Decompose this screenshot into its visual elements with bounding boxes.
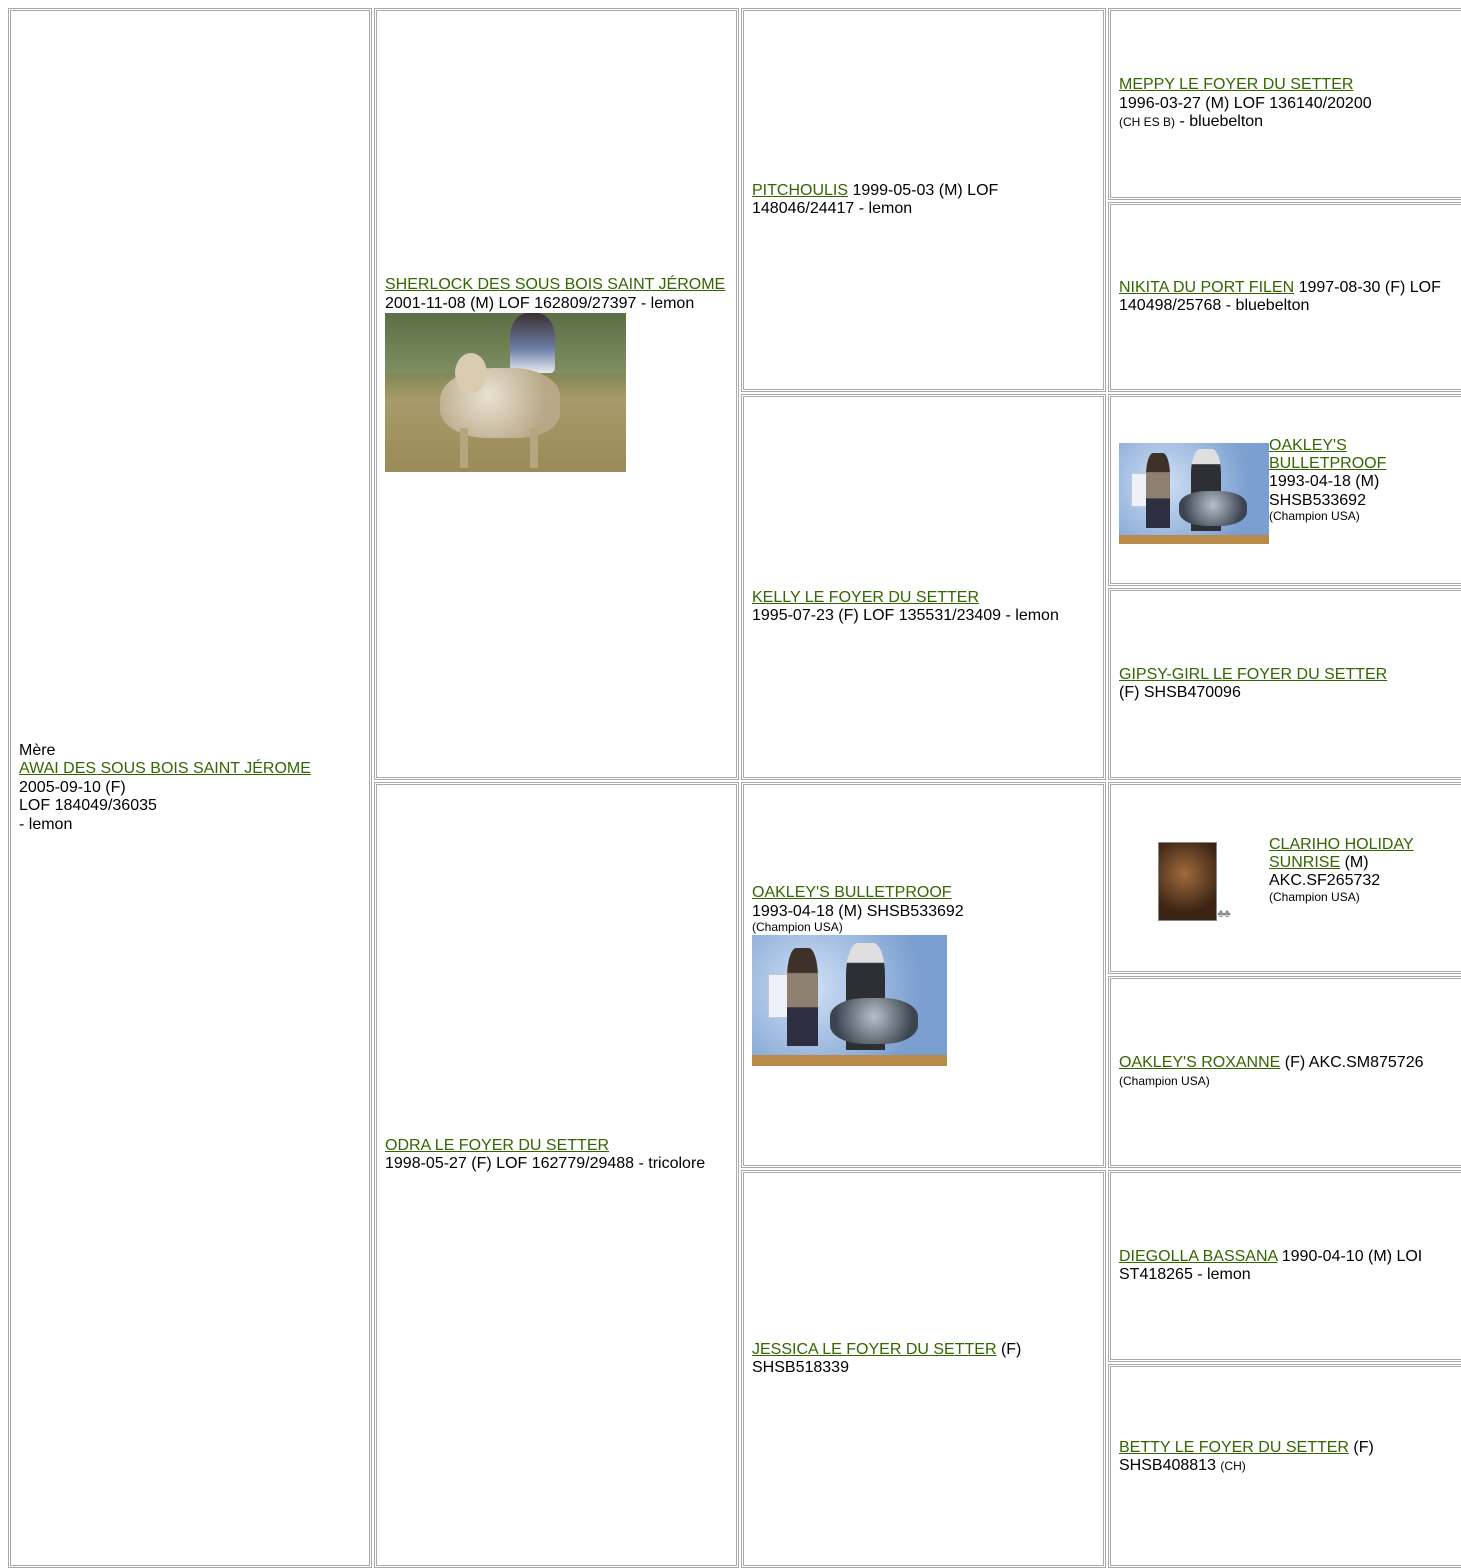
gen3-ss-name-link[interactable]: PITCHOULIS (752, 181, 849, 199)
gen3-dd-cell: JESSICA LE FOYER DU SETTER (F) SHSB51833… (741, 1170, 1106, 1568)
gen4-ssd-name-link[interactable]: NIKITA DU PORT FILEN (1119, 278, 1295, 296)
gen4-dsd-name-link[interactable]: OAKLEY'S ROXANNE (1119, 1053, 1281, 1071)
gen4-ddd-name-link[interactable]: BETTY LE FOYER DU SETTER (1119, 1438, 1349, 1456)
sire-name-link[interactable]: SHERLOCK DES SOUS BOIS SAINT JÉROME (385, 276, 726, 294)
gen4-sds-name-link[interactable]: OAKLEY'S BULLETPROOF (1269, 436, 1387, 472)
gen3-ds-title: (Champion USA) (752, 919, 843, 934)
subject-name-link[interactable]: AWAI DES SOUS BOIS SAINT JÉROME (19, 760, 311, 778)
gen3-dd-name-link[interactable]: JESSICA LE FOYER DU SETTER (752, 1340, 997, 1358)
gen3-sd-details: 1995-07-23 (F) LOF 135531/23409 - lemon (752, 607, 1059, 624)
gen4-ssd-cell: NIKITA DU PORT FILEN 1997-08-30 (F) LOF … (1108, 202, 1461, 392)
gen4-sds-cell: OAKLEY'S BULLETPROOF 1993-04-18 (M) SHSB… (1108, 394, 1461, 586)
gen3-ds-name-link[interactable]: OAKLEY'S BULLETPROOF (752, 884, 952, 902)
gen4-sss-title: (CH ES B) (1119, 115, 1176, 130)
paw-prints-icon: ♣♣ (1217, 907, 1230, 920)
gen4-dsd-title: (Champion USA) (1119, 1074, 1210, 1088)
sire-photo (385, 312, 626, 472)
dam-details: 1998-05-27 (F) LOF 162779/29488 - tricol… (385, 1155, 706, 1172)
gen4-sdd-details: (F) SHSB470096 (1119, 684, 1241, 701)
dam-cell: ODRA LE FOYER DU SETTER 1998-05-27 (F) L… (374, 782, 739, 1568)
gen4-ddd-title: (CH) (1220, 1459, 1246, 1473)
gen3-dd-details: (F) SHSB518339 (752, 1340, 1022, 1376)
gen3-ss-cell: PITCHOULIS 1999-05-03 (M) LOF 148046/244… (741, 8, 1106, 392)
subject-birth: 2005-09-10 (F) (19, 778, 126, 796)
gen3-sd-cell: KELLY LE FOYER DU SETTER 1995-07-23 (F) … (741, 394, 1106, 780)
gen4-sdd-name-link[interactable]: GIPSY-GIRL LE FOYER DU SETTER (1119, 665, 1388, 683)
gen4-dss-photo (1158, 841, 1218, 921)
gen4-sss-details: 1996-03-27 (M) LOF 136140/20200 (1119, 94, 1372, 112)
subject-color: - lemon (19, 815, 73, 833)
gen4-dss-details: (M) AKC.SF265732 (1269, 853, 1381, 890)
gen4-sss-cell: MEPPY LE FOYER DU SETTER 1996-03-27 (M) … (1108, 8, 1461, 200)
gen4-dds-name-link[interactable]: DIEGOLLA BASSANA (1119, 1247, 1278, 1265)
gen4-dss-name-link[interactable]: CLARIHO HOLIDAY SUNRISE (1269, 835, 1414, 871)
gen4-sdd-cell: GIPSY-GIRL LE FOYER DU SETTER (F) SHSB47… (1108, 588, 1461, 780)
gen4-dss-cell: ♣♣ CLARIHO HOLIDAY SUNRISE (M) AKC.SF265… (1108, 782, 1461, 974)
subject-registration: LOF 184049/36035 (19, 797, 157, 815)
subject-cell: Mère AWAI DES SOUS BOIS SAINT JÉROME 200… (8, 8, 372, 1568)
gen4-dsd-cell: OAKLEY'S ROXANNE (F) AKC.SM875726 (Champ… (1108, 976, 1461, 1168)
gen3-sd-name-link[interactable]: KELLY LE FOYER DU SETTER (752, 588, 980, 606)
gen3-ds-details: 1993-04-18 (M) SHSB533692 (752, 902, 964, 920)
gen3-ds-cell: OAKLEY'S BULLETPROOF 1993-04-18 (M) SHSB… (741, 782, 1106, 1168)
gen4-dss-title: (Champion USA) (1269, 889, 1360, 904)
sire-details: 2001-11-08 (M) LOF 162809/27397 - lemon (385, 294, 695, 312)
gen4-sds-title: (Champion USA) (1269, 509, 1360, 524)
subject-role: Mère (19, 742, 56, 760)
gen4-dds-cell: DIEGOLLA BASSANA 1990-04-10 (M) LOI ST41… (1108, 1170, 1461, 1362)
gen4-dsd-details: (F) AKC.SM875726 (1280, 1053, 1424, 1071)
gen4-sss-name-link[interactable]: MEPPY LE FOYER DU SETTER (1119, 76, 1354, 94)
gen4-sds-photo (1119, 442, 1269, 544)
gen4-dds-details: 1990-04-10 (M) LOI ST418265 - lemon (1119, 1247, 1423, 1283)
gen4-ddd-cell: BETTY LE FOYER DU SETTER (F) SHSB408813 … (1108, 1364, 1461, 1568)
gen4-sds-details: 1993-04-18 (M) SHSB533692 (1269, 473, 1380, 509)
gen4-ddd-details: (F) SHSB408813 (1119, 1438, 1374, 1474)
dam-name-link[interactable]: ODRA LE FOYER DU SETTER (385, 1136, 610, 1154)
gen4-sss-color: - bluebelton (1175, 113, 1264, 131)
gen3-ds-photo (752, 934, 947, 1066)
gen4-ssd-details: 1997-08-30 (F) LOF 140498/25768 - bluebe… (1119, 278, 1441, 314)
sire-cell: SHERLOCK DES SOUS BOIS SAINT JÉROME 2001… (374, 8, 739, 780)
gen3-ss-details: 1999-05-03 (M) LOF 148046/24417 - lemon (752, 181, 999, 217)
